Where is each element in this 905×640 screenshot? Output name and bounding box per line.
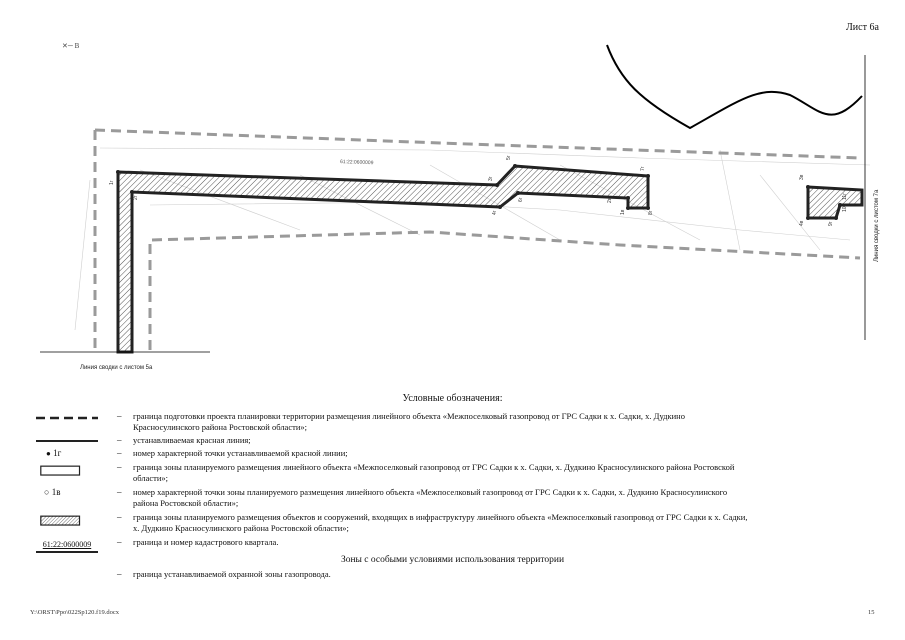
- infrastructure-zone: [116, 164, 650, 354]
- legend-title: Условные обозначения:: [402, 393, 503, 404]
- legend-text: номер характерной точки устанавливаемой …: [133, 448, 348, 458]
- legend-item-cadastral: 61:22:0600009 – граница и номер кадастро…: [0, 537, 905, 565]
- circle-icon: ○: [44, 487, 50, 497]
- page-number: 15: [868, 609, 875, 616]
- point-label: 4г: [492, 210, 498, 215]
- point-circle-symbol: ○ 1в: [44, 487, 61, 497]
- legend-item-planning-boundary: – граница подготовки проекта планировки …: [0, 411, 905, 439]
- point-label: 7г: [640, 166, 646, 171]
- solid-line-symbol: [36, 440, 98, 442]
- north-arrow-icon: ✕─: [62, 42, 75, 50]
- point-label: 2в: [607, 197, 613, 203]
- legend-text: граница зоны планируемого размещения лин…: [133, 462, 735, 483]
- point-markers: [116, 164, 842, 220]
- legend-item-protection-zone: – граница устанавливаемой охранной зоны …: [0, 569, 905, 597]
- legend-item-zone: – граница зоны планируемого размещения л…: [0, 462, 905, 490]
- point-label: 10г: [842, 204, 848, 212]
- point-label: 5г: [506, 155, 512, 160]
- river-line: [606, 44, 863, 130]
- footer-file-path: Y:\ORST\Ppo\022Sp120.f19.docx: [30, 609, 119, 616]
- legend-text: устанавливаемая красная линия;: [133, 435, 251, 445]
- hatched-rect-symbol: [40, 515, 81, 526]
- point-label: 6г: [518, 197, 524, 202]
- legend-text: номер характерной точки зоны планируемог…: [133, 487, 728, 508]
- point-label: 9г: [828, 221, 834, 226]
- point-label: 8г: [648, 210, 654, 215]
- infrastructure-zone-right: [806, 185, 864, 220]
- point-label: 1г: [109, 180, 115, 185]
- cadastral-symbol: 61:22:0600009: [36, 539, 98, 553]
- north-arrow-label: ✕─ В: [62, 42, 79, 50]
- legend-text: граница устанавливаемой охранной зоны га…: [133, 569, 331, 579]
- point-label: 3г: [488, 176, 494, 181]
- point-label: 4в: [799, 220, 805, 226]
- legend-item-red-line-point: ● 1г – номер характерной точки устанавли…: [0, 448, 905, 476]
- legend-text: граница и номер кадастрового квартала.: [133, 537, 279, 547]
- zone-rect-symbol: [40, 465, 81, 476]
- point-label: 2г: [133, 195, 139, 200]
- dot-icon: ●: [46, 449, 51, 458]
- sheet-label: Лист 6а: [846, 22, 879, 33]
- legend-item-infrastructure: – граница зоны планируемого размещения о…: [0, 512, 905, 540]
- planning-boundary-bottom: [148, 230, 861, 350]
- cadastral-map-label: 61:22:0600009: [340, 159, 374, 166]
- link-right-label: Линия сводки с листом 7а: [874, 189, 880, 262]
- legend-item-zone-point: ○ 1в – номер характерной точки зоны план…: [0, 487, 905, 515]
- point-label: 1в: [620, 209, 626, 215]
- legend-item-red-line: – устанавливаемая красная линия;: [0, 435, 905, 463]
- legend-text: граница подготовки проекта планировки те…: [133, 411, 685, 432]
- point-labels: 1г 2г 3г 4г 5г 6г 7г 8г 1в 2в 3в 4в 9г 10г 11г: [109, 155, 848, 226]
- special-zones-subtitle: Зоны с особыми условиями использования т…: [340, 555, 565, 565]
- link-left-label: Линия сводки с листом 5а: [80, 365, 153, 371]
- plan-drawing: 61:22:0600009 1г 2г 3г 4г 5г 6г 7г 8г 1в 2в 3в 4в 9г…: [40, 44, 880, 354]
- north-letter: В: [74, 42, 80, 50]
- dashed-line-symbol: [36, 416, 98, 420]
- point-label: 3в: [799, 174, 805, 180]
- point-label: 11г: [842, 193, 848, 200]
- legend-text: граница зоны планируемого размещения объ…: [133, 512, 748, 533]
- point-dot-symbol: ● 1г: [46, 448, 62, 458]
- planning-boundary-top: [94, 128, 861, 160]
